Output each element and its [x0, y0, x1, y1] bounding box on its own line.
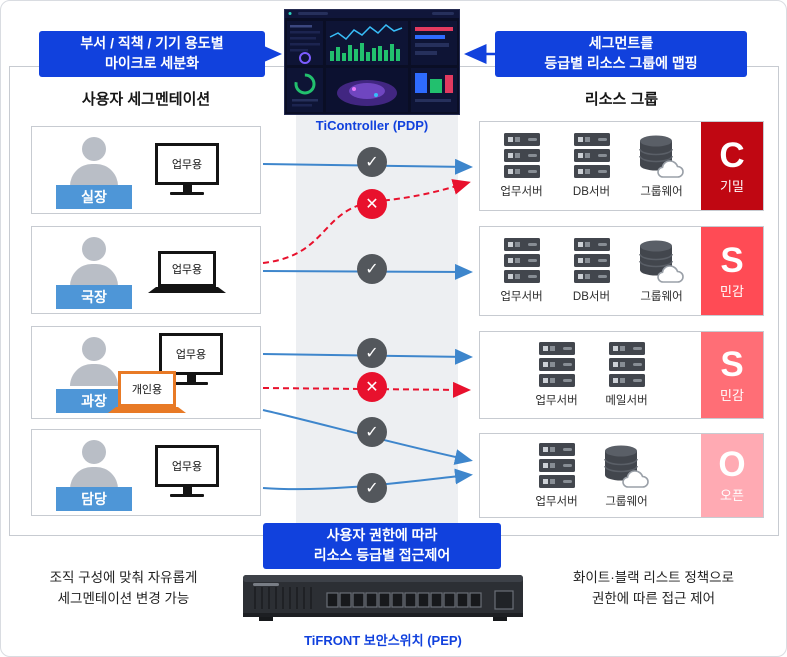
resource-label: 업무서버 [535, 395, 578, 407]
resource-label: 그룹웨어 [605, 495, 648, 508]
grade-badge-confidential: C 기밀 [701, 122, 763, 210]
resource-label: 그룹웨어 [640, 186, 683, 198]
user-card-gukjang: 국장 업무용 [31, 226, 261, 314]
user-card-gwajang: 과장 업무용 개인용 [31, 326, 261, 419]
groupware-icon [638, 239, 684, 283]
device-usage-label: 업무용 [155, 445, 219, 487]
mail-server-icon [608, 342, 645, 387]
callout-line: 부서 / 직책 / 기기 용도별 [80, 35, 224, 52]
note-line: 조직 구성에 맞춰 자유롭게 [49, 570, 198, 585]
resource-label: 그룹웨어 [640, 291, 683, 303]
allow-check-icon: ✓ [357, 473, 387, 503]
server-icon [573, 238, 610, 283]
groupware-icon [638, 134, 684, 178]
allow-check-icon: ✓ [357, 338, 387, 368]
user-card-damdang: 담당 업무용 [31, 429, 261, 516]
monitor-icon: 업무용 [156, 333, 226, 385]
note-whitelist-blacklist-policy: 화이트·블랙 리스트 정책으로 권한에 따른 접근 제어 [546, 568, 761, 610]
note-line: 화이트·블랙 리스트 정책으로 [572, 570, 735, 585]
resource-item: 그룹웨어 [632, 133, 692, 199]
server-icon [538, 342, 575, 387]
ticontroller-label: TiController (PDP) [315, 118, 429, 133]
user-name-tag: 실장 [56, 185, 132, 209]
callout-line: 리소스 등급별 접근제어 [313, 547, 451, 563]
grade-letter: O [718, 445, 746, 484]
server-icon [538, 442, 575, 488]
resource-card-open: 업무서버 그룹웨어 O 오픈 [479, 433, 764, 518]
note-segmentation-flexibility: 조직 구성에 맞춰 자유롭게 세그멘테이션 변경 가능 [16, 568, 231, 610]
note-line: 세그멘테이션 변경 가능 [57, 590, 190, 606]
resource-card-sensitive-1: 업무서버 DB서버 그룹웨어 S 민감 [479, 226, 764, 316]
resource-card-sensitive-2: 업무서버 메일서버 S 민감 [479, 331, 764, 419]
resource-label: DB서버 [572, 291, 611, 303]
callout-line: 세그먼트를 [588, 35, 654, 52]
ticontroller-dashboard-image [284, 9, 460, 115]
user-card-siljang: 실장 업무용 [31, 126, 261, 214]
grade-name: 오픈 [720, 488, 744, 503]
callout-access-control: 사용자 권한에 따라 리소스 등급별 접근제어 [263, 523, 501, 569]
allow-check-icon: ✓ [357, 417, 387, 447]
note-line: 권한에 따른 접근 제어 [591, 590, 716, 606]
resource-label: 업무서버 [500, 291, 543, 303]
server-icon [503, 238, 540, 283]
grade-name: 민감 [720, 387, 744, 403]
grade-badge-sensitive: S 민감 [701, 227, 763, 315]
monitor-icon: 업무용 [152, 445, 222, 497]
user-segmentation-title: 사용자 세그멘테이션 [81, 91, 211, 108]
allow-check-icon: ✓ [357, 254, 387, 284]
grade-badge-sensitive: S 민감 [701, 332, 763, 418]
deny-x-icon: ✕ [357, 189, 387, 219]
device-usage-label: 업무용 [158, 251, 216, 287]
user-name-tag: 국장 [56, 285, 132, 309]
server-icon [573, 133, 610, 178]
tifront-label: TiFRONT 보안스위치 (PEP) [304, 633, 462, 648]
resource-label: 메일서버 [605, 395, 648, 407]
server-icon [503, 133, 540, 178]
grade-name: 기밀 [720, 178, 744, 194]
resource-item: 업무서버 [527, 442, 587, 509]
tifront-switch-image [243, 575, 523, 621]
grade-letter: S [720, 240, 744, 280]
resource-item: 메일서버 [597, 342, 657, 408]
resource-item: 업무서버 [492, 133, 552, 199]
laptop-icon: 업무용 [148, 251, 226, 293]
person-icon [64, 237, 124, 286]
monitor-icon: 업무용 [152, 143, 222, 195]
allow-check-icon: ✓ [357, 147, 387, 177]
device-usage-label: 업무용 [159, 333, 223, 375]
callout-line: 마이크로 세분화 [104, 55, 200, 71]
callout-line: 사용자 권한에 따라 [326, 527, 438, 544]
groupware-icon [603, 444, 649, 488]
resource-card-confidential: 업무서버 DB서버 그룹웨어 C 기밀 [479, 121, 764, 211]
policy-decision-band [296, 67, 458, 535]
resource-label: DB서버 [572, 186, 611, 198]
resource-label: 업무서버 [535, 495, 578, 508]
device-usage-label: 업무용 [155, 143, 219, 185]
grade-badge-open: O 오픈 [701, 434, 763, 517]
person-icon [64, 337, 124, 386]
callout-micro-segmentation: 부서 / 직책 / 기기 용도별 마이크로 세분화 [39, 31, 265, 77]
resource-group-title: 리소스 그룹 [584, 91, 659, 108]
device-usage-label: 개인용 [118, 371, 176, 407]
resource-item: DB서버 [562, 238, 622, 304]
user-name-tag: 담당 [56, 487, 132, 511]
person-icon [64, 137, 124, 186]
personal-laptop-icon: 개인용 [108, 371, 186, 413]
resource-item: 그룹웨어 [597, 443, 657, 509]
resource-item: 업무서버 [527, 342, 587, 408]
resource-item: 그룹웨어 [632, 238, 692, 304]
deny-x-icon: ✕ [357, 372, 387, 402]
resource-item: 업무서버 [492, 238, 552, 304]
resource-label: 업무서버 [500, 186, 543, 198]
grade-letter: S [720, 344, 744, 384]
callout-segment-mapping: 세그먼트를 등급별 리소스 그룹에 맵핑 [495, 31, 747, 77]
person-icon [64, 440, 124, 489]
callout-line: 등급별 리소스 그룹에 맵핑 [544, 55, 698, 71]
grade-name: 민감 [720, 283, 744, 299]
resource-item: DB서버 [562, 133, 622, 199]
grade-letter: C [719, 135, 745, 175]
